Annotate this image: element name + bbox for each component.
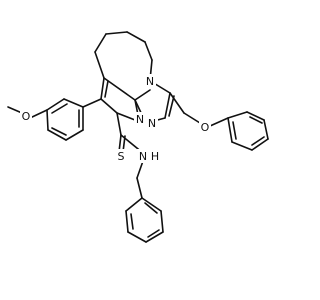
atom-ether-o: O [199, 120, 211, 134]
atom-ring-n1: N [144, 74, 156, 88]
svg-text:N: N [146, 75, 154, 88]
phenoxy-phenyl-ring [209, 111, 269, 151]
methoxy-group [7, 106, 48, 119]
svg-text:N: N [148, 117, 156, 130]
chemical-structure-drawing: O O N N N S N H [7, 31, 269, 243]
ch2-o-link [169, 92, 201, 124]
atom-amide-h: H [150, 149, 160, 163]
benzyl-group [125, 160, 164, 243]
svg-text:S: S [118, 150, 125, 163]
atom-amide-n: N [137, 149, 149, 163]
atom-ring-n3: N [146, 116, 158, 130]
svg-text:N: N [139, 150, 147, 163]
atom-ring-n2: N [134, 112, 146, 126]
svg-text:N: N [136, 113, 144, 126]
structure-canvas: O O N N N S N H [7, 31, 269, 243]
atom-methoxy-o: O [20, 109, 32, 123]
svg-text:O: O [22, 110, 31, 123]
azepine-ring [94, 31, 153, 101]
svg-text:O: O [201, 121, 210, 134]
svg-text:H: H [151, 150, 159, 163]
atom-thioamide-s: S [115, 149, 127, 163]
pyrrole-ring [100, 77, 139, 121]
methoxyphenyl-ring [46, 98, 102, 141]
